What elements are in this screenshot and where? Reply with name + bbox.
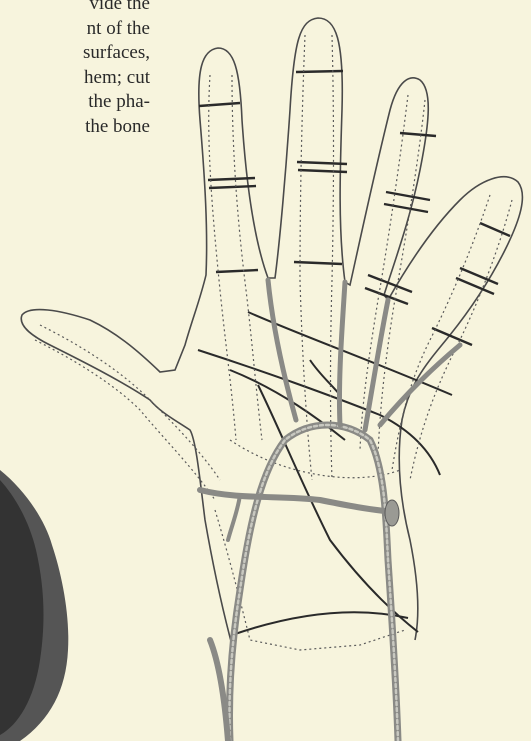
crease [294, 262, 342, 264]
palm-lines [198, 312, 452, 635]
bone-outline [331, 35, 334, 480]
blood-vessels [200, 280, 460, 741]
crease [386, 192, 430, 200]
palm-line [232, 612, 408, 635]
crease [480, 223, 510, 236]
vessel [200, 490, 395, 512]
finger-creases [199, 71, 510, 345]
vessel [365, 300, 388, 430]
crease [432, 328, 472, 345]
vessel [228, 495, 240, 540]
vessel [210, 640, 228, 741]
vessel-node [385, 500, 399, 526]
vessel [229, 425, 398, 741]
crease [199, 103, 240, 106]
crease [216, 270, 258, 272]
bone-outline [40, 325, 220, 480]
bone-outline [35, 340, 215, 500]
vessel [380, 345, 460, 425]
crease [297, 162, 347, 164]
hand-outline [21, 18, 522, 645]
bone-outline [209, 75, 236, 440]
vessel [268, 280, 296, 420]
crease [384, 204, 428, 212]
bone-outlines [35, 35, 512, 650]
crease [400, 133, 436, 136]
vessel [339, 282, 345, 425]
vessel-inner [229, 425, 398, 741]
bone-outline [360, 95, 408, 450]
